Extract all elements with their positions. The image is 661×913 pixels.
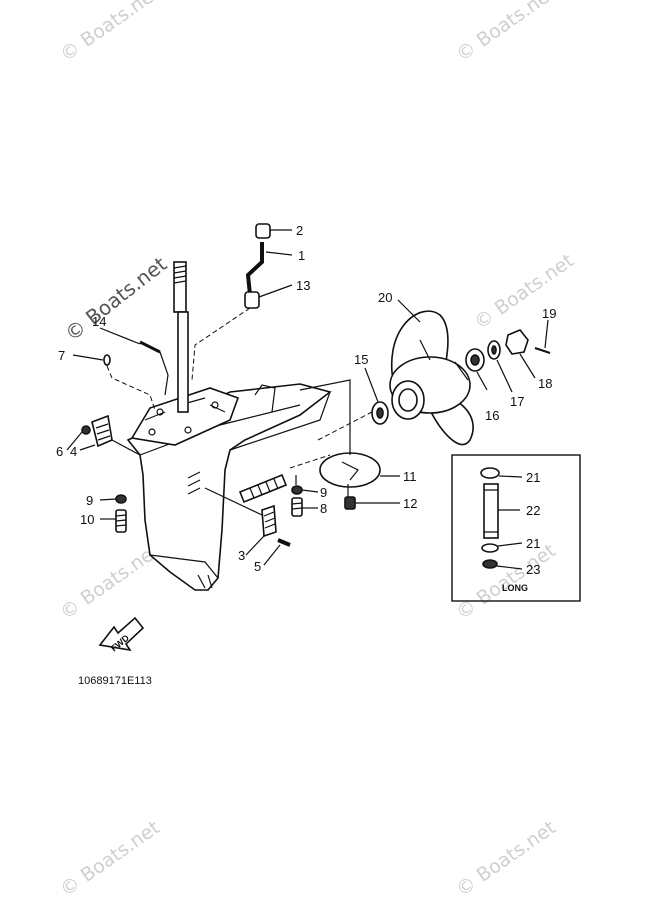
inset-label: LONG (502, 583, 528, 593)
watermark: © Boats.net (452, 540, 560, 625)
part-12-nut (344, 496, 356, 510)
part-8-bolt (291, 497, 303, 517)
callout-20: 20 (378, 290, 392, 305)
part-15-washer (371, 401, 389, 425)
callout-11: 11 (403, 469, 417, 484)
part-9-washer-left (115, 494, 127, 504)
part-9-washer-right (291, 485, 303, 495)
callout-8: 8 (320, 501, 327, 516)
watermark: © Boats.net (470, 250, 578, 335)
callout-9-left: 9 (86, 493, 93, 508)
diagram-code: 10689171E113 (78, 675, 152, 687)
long-shaft-inset (451, 454, 581, 602)
part-7-clip (103, 354, 111, 366)
part-20-propeller (389, 310, 474, 446)
part-11-anode (319, 452, 381, 488)
part-4-plate (91, 414, 113, 448)
part-2-grommet (255, 223, 271, 239)
callout-17: 17 (510, 394, 524, 409)
part-5-bolt (277, 538, 291, 547)
callout-10: 10 (80, 512, 94, 527)
callout-5: 5 (254, 559, 261, 574)
callouts: 2 1 13 14 7 6 4 9 10 3 5 9 8 11 12 15 20… (56, 223, 556, 577)
fwd-arrow: FWD (98, 616, 145, 654)
callout-23: 23 (526, 562, 540, 577)
callout-19: 19 (542, 306, 556, 321)
callout-16: 16 (485, 408, 499, 423)
part-6-bolt (81, 425, 91, 435)
part-19-cotter-pin (534, 347, 551, 354)
watermark: © Boats.net (60, 252, 171, 346)
part-3-plate (261, 504, 277, 538)
drive-shaft (173, 261, 189, 413)
watermarks: © Boats.net © Boats.net © Boats.net © Bo… (56, 0, 578, 901)
callout-6: 6 (56, 444, 63, 459)
callout-13: 13 (296, 278, 310, 293)
propeller-shaft (238, 473, 288, 504)
part-14-pin (139, 340, 161, 354)
part-1-pipe (245, 242, 264, 296)
callout-2: 2 (296, 223, 303, 238)
watermark: © Boats.net (56, 817, 164, 902)
part-18-nut (505, 329, 529, 355)
callout-18: 18 (538, 376, 552, 391)
callout-12: 12 (403, 496, 417, 511)
part-13-grommet (244, 291, 260, 309)
callout-21-top: 21 (526, 470, 540, 485)
part-17-washer (487, 340, 501, 360)
callout-22: 22 (526, 503, 540, 518)
callout-7: 7 (58, 348, 65, 363)
callout-3: 3 (238, 548, 245, 563)
watermark: © Boats.net (56, 0, 164, 66)
callout-9-right: 9 (320, 485, 327, 500)
watermark: © Boats.net (56, 540, 164, 625)
callout-21-bottom: 21 (526, 536, 540, 551)
callout-15: 15 (354, 352, 368, 367)
watermark: © Boats.net (452, 817, 560, 902)
callout-4: 4 (70, 444, 77, 459)
callout-1: 1 (298, 248, 305, 263)
watermark: © Boats.net (452, 0, 560, 66)
part-16-spacer (465, 348, 485, 372)
callout-14: 14 (92, 314, 106, 329)
part-10-bolt (115, 509, 127, 533)
